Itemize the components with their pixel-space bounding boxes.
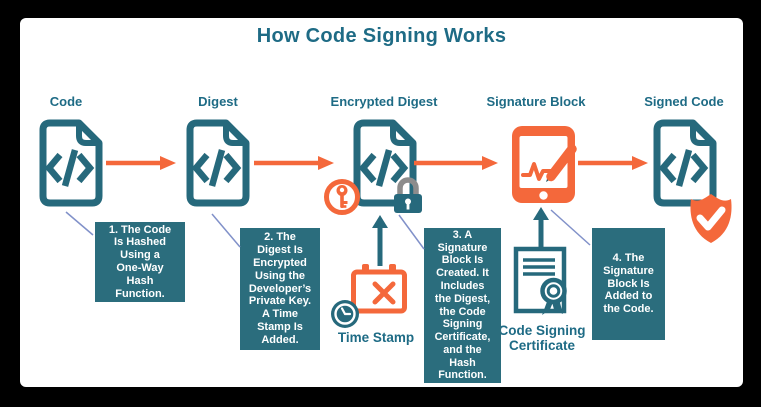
up-arrow-certificate — [533, 207, 549, 248]
flow-arrow-4 — [578, 156, 648, 170]
note-4: 4. The Signature Block Is Added to the C… — [592, 228, 665, 340]
rosette-seal-icon — [540, 277, 567, 315]
certificate-label: Code Signing Certificate — [498, 323, 586, 353]
pen-icon — [546, 144, 577, 182]
code-markup-glyph — [658, 149, 709, 187]
code-markup-glyph — [358, 149, 409, 187]
stage-label-digest: Digest — [198, 94, 238, 109]
diagram-title: How Code Signing Works — [256, 25, 507, 47]
lock-icon — [394, 177, 422, 213]
flow-arrow-3 — [414, 156, 498, 170]
home-button-icon — [539, 191, 548, 200]
signature-squiggle-icon — [521, 162, 556, 181]
stage-label-signed-code: Signed Code — [644, 94, 724, 109]
flow-arrow-2 — [254, 156, 334, 170]
stage-label-encrypted-digest: Encrypted Digest — [330, 94, 438, 109]
certificate-text-lines — [523, 258, 555, 276]
encrypted-file-icon — [353, 119, 417, 207]
stage-label-code: Code — [49, 94, 83, 109]
note-3: 3. A Signature Block Is Created. It Incl… — [424, 228, 501, 383]
code-file-icon — [39, 119, 103, 207]
calendar-x-icon — [351, 264, 407, 314]
flow-arrow-1 — [106, 156, 176, 170]
tablet-signature-icon — [512, 126, 577, 203]
clock-icon — [331, 300, 359, 328]
code-markup-glyph — [44, 149, 95, 187]
x-mark-icon — [372, 281, 396, 305]
digest-file-icon — [186, 119, 250, 207]
key-icon — [324, 179, 360, 215]
shield-check-icon — [690, 194, 732, 243]
up-arrow-timestamp — [372, 215, 388, 266]
certificate-seal-icon — [513, 246, 567, 315]
time-stamp-label: Time Stamp — [337, 330, 415, 345]
stage-label-signature-block: Signature Block — [486, 94, 586, 109]
code-markup-glyph — [191, 149, 242, 187]
note-1: 1. The Code Is Hashed Using a One-Way Ha… — [95, 222, 185, 302]
note-2: 2. The Digest Is Encrypted Using the Dev… — [240, 228, 320, 350]
